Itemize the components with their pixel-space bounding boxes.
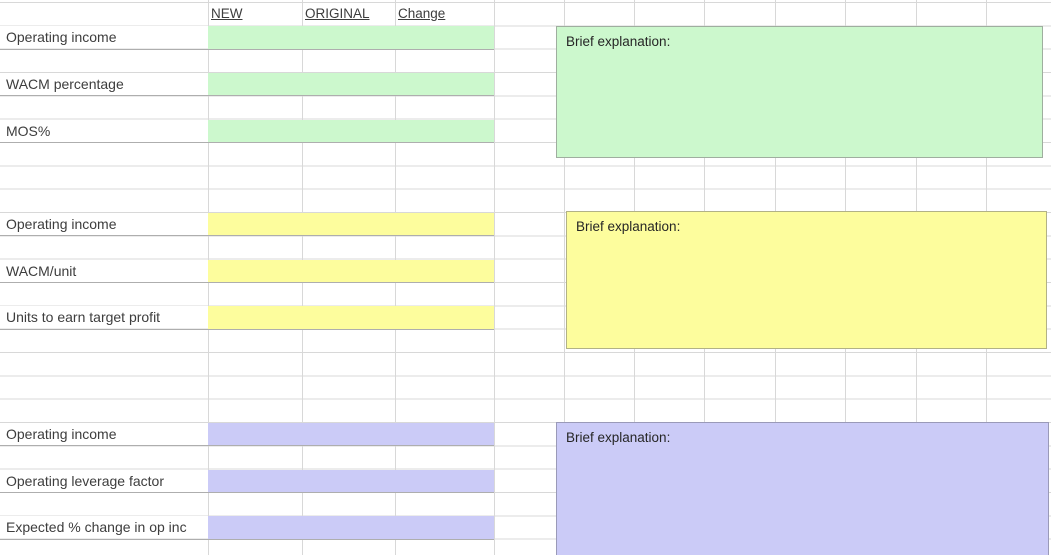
- row-bottom-border: [0, 282, 494, 283]
- note-label: Brief explanation:: [576, 219, 681, 234]
- row-label-yellow-wacm-unit[interactable]: WACM/unit: [0, 259, 208, 282]
- row-label-purple-leverage-factor[interactable]: Operating leverage factor: [0, 469, 208, 492]
- highlight-cells-purple-3[interactable]: [208, 516, 494, 539]
- row-bottom-border: [0, 95, 494, 97]
- row-label-purple-expected-change[interactable]: Expected % change in op inc: [0, 516, 208, 539]
- note-box-yellow[interactable]: Brief explanation:: [566, 211, 1047, 349]
- highlight-cells-yellow-1[interactable]: [208, 213, 494, 236]
- row-bottom-border: [0, 142, 494, 143]
- row-label-green-wacm-percentage[interactable]: WACM percentage: [0, 73, 208, 95]
- note-box-purple[interactable]: Brief explanation:: [556, 422, 1049, 555]
- row-label-green-mos-percent[interactable]: MOS%: [0, 119, 208, 142]
- row-bottom-border: [0, 538, 494, 540]
- row-label-green-operating-income[interactable]: Operating income: [0, 26, 208, 49]
- highlight-cells-green-2[interactable]: [208, 73, 494, 96]
- column-header-change[interactable]: Change: [398, 6, 446, 21]
- row-bottom-border: [0, 445, 494, 447]
- note-label: Brief explanation:: [566, 430, 671, 445]
- row-bottom-border: [0, 235, 494, 237]
- row-bottom-border: [0, 328, 494, 330]
- note-label: Brief explanation:: [566, 34, 671, 49]
- note-box-green[interactable]: Brief explanation:: [556, 26, 1043, 158]
- highlight-cells-yellow-2[interactable]: [208, 259, 494, 282]
- highlight-cells-purple-2[interactable]: [208, 469, 494, 492]
- column-header-new[interactable]: NEW: [211, 6, 243, 21]
- column-header-original[interactable]: ORIGINAL: [305, 6, 370, 21]
- highlight-cells-purple-1[interactable]: [208, 423, 494, 446]
- row-bottom-border: [0, 48, 494, 50]
- row-bottom-border: [0, 492, 494, 493]
- highlight-cells-yellow-3[interactable]: [208, 306, 494, 329]
- highlight-cells-green-1[interactable]: [208, 26, 494, 49]
- row-label-purple-operating-income[interactable]: Operating income: [0, 423, 208, 445]
- row-label-yellow-units-target[interactable]: Units to earn target profit: [0, 306, 208, 329]
- row-label-yellow-operating-income[interactable]: Operating income: [0, 213, 208, 235]
- highlight-cells-green-3[interactable]: [208, 119, 494, 142]
